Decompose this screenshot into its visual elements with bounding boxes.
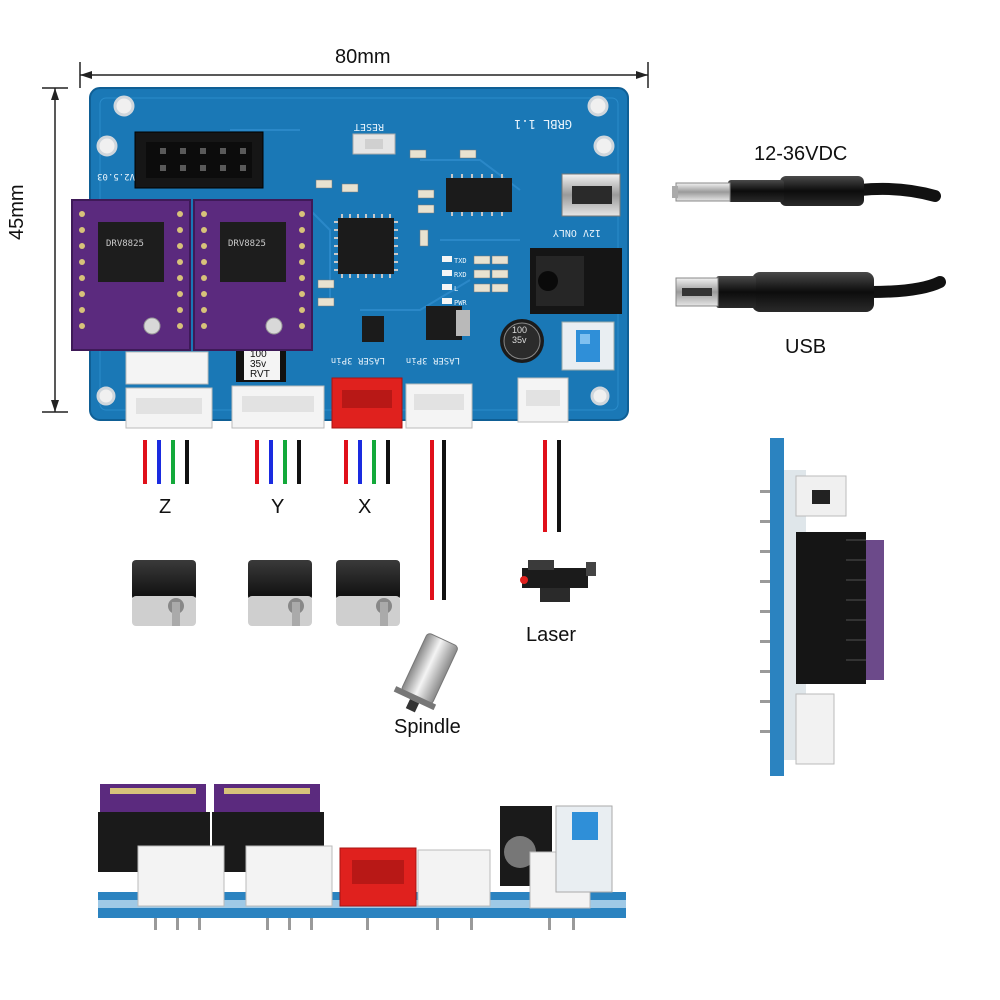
laser-label: Laser xyxy=(526,624,577,646)
power-note-text: 12V ONLY xyxy=(553,227,601,238)
axis-z-label: Z xyxy=(159,496,172,518)
usb-serial-chip xyxy=(446,174,512,216)
cap-text-2: 35v xyxy=(512,335,527,345)
blue-switch xyxy=(561,321,615,371)
usb-cable xyxy=(675,272,946,312)
microcontroller-chip xyxy=(334,214,398,278)
power-label: 12-36VDC xyxy=(754,143,848,165)
reset-button: RESET xyxy=(352,121,396,155)
connector-z xyxy=(125,351,213,429)
driver-z-chip-text: DRV8825 xyxy=(106,239,144,249)
board-name-text: GRBL 1.1 xyxy=(514,117,572,131)
led-label-l: L xyxy=(454,285,458,293)
smd-components xyxy=(315,149,509,307)
connector-spindle xyxy=(405,383,473,429)
mounting-hole xyxy=(96,95,615,406)
height-dimension-line xyxy=(42,87,68,413)
board-front-view xyxy=(98,784,626,930)
wire-group xyxy=(143,440,561,600)
width-dimension-label: 80mm xyxy=(335,46,391,68)
driver-y-chip-text: DRV8825 xyxy=(228,239,266,249)
version-text: V2.5.03 xyxy=(97,171,135,181)
status-leds: TXD RXD L PWR xyxy=(442,256,467,307)
laser-header-label-1: LASER 3Pin xyxy=(331,355,385,365)
usb-label: USB xyxy=(785,336,827,358)
cap-left-text-3: RVT xyxy=(250,369,270,380)
cap-text-1: 100 xyxy=(512,325,527,335)
connector-y xyxy=(231,385,325,429)
spindle-label: Spindle xyxy=(394,716,461,738)
led-label-txd: TXD xyxy=(454,257,467,265)
voltage-regulator xyxy=(426,306,470,340)
stepper-motor-x xyxy=(336,560,400,626)
connector-x xyxy=(331,377,403,429)
pin-header xyxy=(134,131,264,189)
led-label-pwr: PWR xyxy=(454,299,467,307)
cap-left-text-2: 35v xyxy=(250,359,266,370)
height-dimension-label: 45mm xyxy=(6,184,28,240)
laser-module xyxy=(520,560,596,602)
axis-y-label: Y xyxy=(271,496,285,518)
board-side-view xyxy=(760,438,884,776)
pcb-board: RESET GRBL 1.1 V2.5.03 12V ONLY xyxy=(71,87,629,429)
led-label-rxd: RXD xyxy=(454,271,467,279)
stepper-motor-y xyxy=(248,560,312,626)
axis-x-label: X xyxy=(358,496,372,518)
spindle-motor xyxy=(393,633,458,713)
dc-power-jack xyxy=(530,248,622,314)
mosfet xyxy=(362,316,384,342)
cap-left-text-1: 100 xyxy=(250,349,267,360)
mini-usb-port xyxy=(561,173,621,217)
stepper-motor-z xyxy=(132,560,196,626)
stepper-driver-y: DRV8825 xyxy=(193,199,313,351)
connector-laser xyxy=(517,377,569,423)
laser-header-label-2: LASER 3Pin xyxy=(406,355,460,365)
stepper-driver-z: DRV8825 xyxy=(71,199,191,351)
capacitor-right: 100 35v xyxy=(500,319,544,363)
dc-power-cable xyxy=(672,176,941,206)
width-dimension-line xyxy=(79,62,649,88)
reset-text: RESET xyxy=(354,121,384,132)
